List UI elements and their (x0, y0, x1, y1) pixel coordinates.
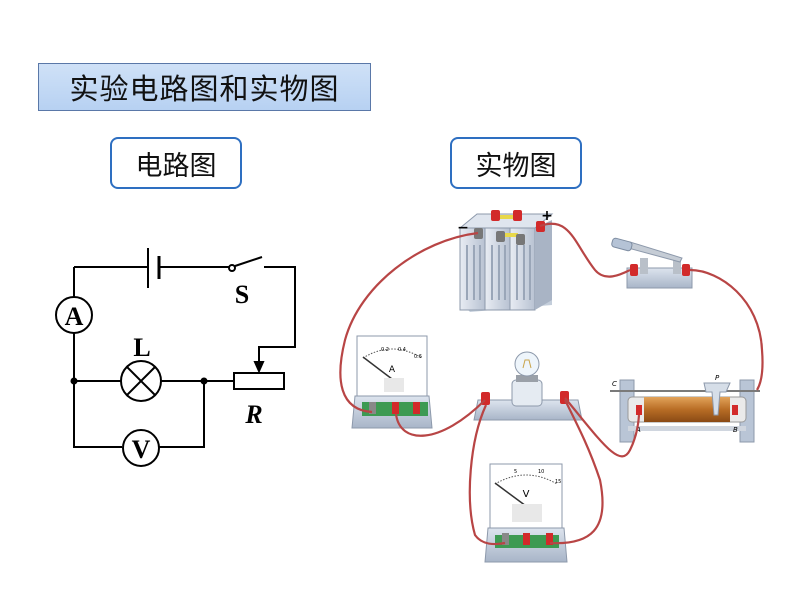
terminal-red (513, 210, 522, 221)
terminal-red (546, 533, 553, 545)
switch-blade (234, 256, 263, 267)
terminal-red (630, 264, 638, 276)
rheostat-terminal-label: C (612, 380, 617, 388)
terminal-red (682, 264, 690, 276)
slider-arrow (253, 361, 265, 374)
wire (339, 231, 479, 414)
terminal-negative (369, 402, 376, 414)
junction-dot (70, 377, 78, 385)
lamp-cross (126, 366, 156, 396)
wire (564, 397, 641, 458)
terminal-red (413, 402, 420, 414)
ammeter-unit: A (389, 365, 396, 375)
terminal-gray (516, 234, 525, 245)
terminal-a (636, 405, 642, 415)
rheostat-label: R (244, 400, 262, 429)
wire (689, 268, 764, 391)
physical-diagram-label: 实物图 (450, 137, 582, 189)
ammeter: A 0.2 0.4 0.6 (351, 335, 433, 429)
terminal-red (392, 402, 399, 414)
circuit-diagram-label: 电路图 (110, 137, 242, 189)
wire (73, 333, 122, 448)
rheostat-terminal-label: P (715, 374, 720, 382)
voltmeter-scale-label: 5 (514, 469, 517, 475)
lamp (473, 351, 583, 421)
terminal-red (491, 210, 500, 221)
wires (339, 222, 764, 546)
terminal-b (732, 405, 738, 415)
rheostat-symbol (233, 372, 285, 390)
switch-label: S (235, 280, 249, 309)
title-text: 实验电路图和实物图 (69, 72, 340, 106)
voltmeter-unit: V (523, 489, 530, 500)
ammeter-scale-label: 0.4 (398, 347, 406, 353)
lamp-label: L (133, 333, 150, 362)
knife-switch (611, 237, 693, 289)
physical-diagram-label-text: 实物图 (475, 150, 557, 182)
ammeter-scale-label: 0.6 (414, 354, 422, 360)
rheostat: C A B P (610, 374, 760, 443)
terminal-negative (502, 533, 509, 545)
ammeter-label: A (65, 302, 84, 331)
wire (258, 266, 296, 364)
voltmeter-scale-label: 15 (555, 479, 561, 485)
title-banner: 实验电路图和实物图 (38, 63, 371, 111)
voltmeter-scale-label: 10 (538, 469, 544, 475)
ammeter-scale-label: 0.2 (381, 347, 389, 353)
wire (539, 222, 631, 278)
wire (468, 404, 506, 546)
wire (549, 399, 604, 545)
rheostat-terminal-label: B (733, 426, 738, 434)
circuit-diagram-label-text: 电路图 (135, 150, 217, 182)
battery-plus-sign: + (541, 208, 553, 224)
voltmeter-label: V (132, 435, 151, 464)
junction-dot (200, 377, 208, 385)
wire (394, 399, 486, 437)
terminal-red (523, 533, 530, 545)
voltmeter: V 5 10 15 (484, 463, 568, 563)
switch-pivot (228, 264, 236, 272)
wire (159, 381, 205, 448)
terminal-negative (474, 228, 483, 239)
battery: − + (457, 208, 554, 312)
battery-minus-sign: − (457, 220, 469, 236)
terminal-gray (496, 231, 505, 242)
